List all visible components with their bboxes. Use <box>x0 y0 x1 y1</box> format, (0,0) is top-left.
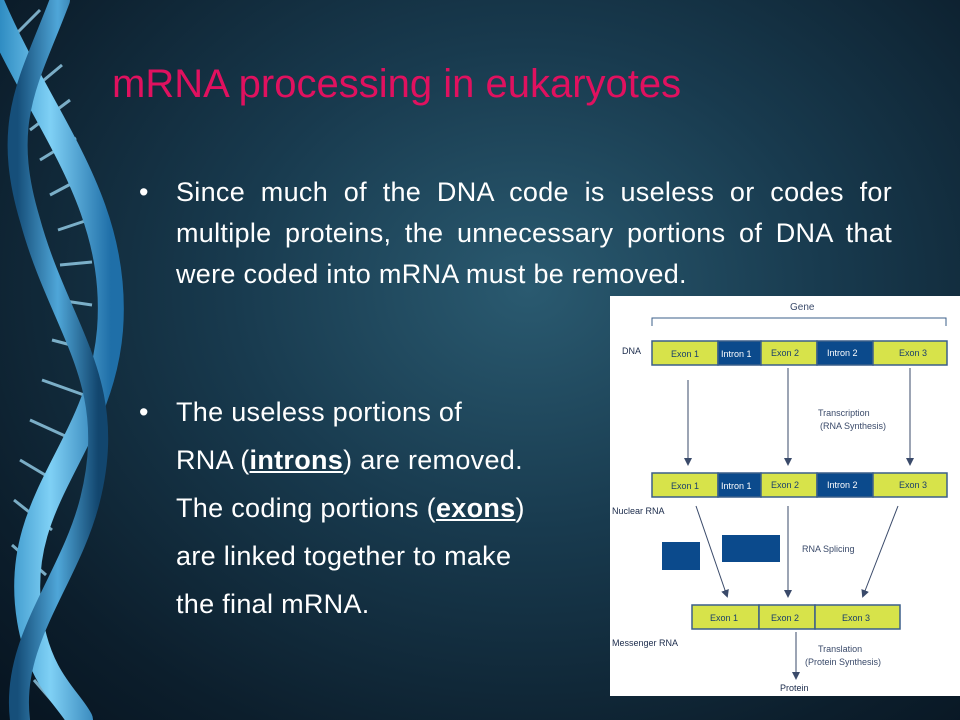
gene-label: Gene <box>790 302 815 313</box>
nuclear-seg-label: Exon 3 <box>899 480 927 490</box>
nuclear-exon-3 <box>872 472 948 498</box>
nuclear-seg-label: Exon 1 <box>671 481 699 491</box>
splicing-diagram: Gene DNA Exon 1 Intron 1 Exon 2 Intron 2… <box>610 296 960 696</box>
dna-helix-image <box>0 0 124 720</box>
text-fragment: ) are removed. <box>343 445 523 475</box>
splicing-label: RNA Splicing <box>802 544 855 554</box>
nuclear-seg-label: Intron 2 <box>827 480 858 490</box>
nuclear-seg-label: Exon 2 <box>771 480 799 490</box>
transcription-sub-label: (RNA Synthesis) <box>820 421 886 431</box>
nuclear-intron-1 <box>717 472 762 498</box>
messenger-rna-strand <box>691 604 901 630</box>
mrna-exon-1 <box>691 604 760 630</box>
bullet-2-line-2: RNA (introns) are removed. <box>176 436 616 484</box>
nuclear-rna-label: Nuclear RNA <box>612 506 665 516</box>
bullet-icon: • <box>139 177 149 207</box>
translation-sub-label: (Protein Synthesis) <box>805 657 881 667</box>
bullet-icon: • <box>139 397 149 427</box>
dna-strand <box>651 340 948 366</box>
dna-exon-1 <box>651 340 719 366</box>
exons-term: exons <box>435 493 516 523</box>
dna-exon-2 <box>760 340 818 366</box>
protein-label: Protein <box>780 683 809 693</box>
excised-intron-2 <box>722 535 780 562</box>
text-fragment: RNA ( <box>176 445 250 475</box>
nuclear-exon-2 <box>760 472 818 498</box>
dna-intron-1 <box>717 340 762 366</box>
dna-seg-label: Intron 2 <box>827 348 858 358</box>
nuclear-rna-strand <box>651 472 948 498</box>
translation-label: Translation <box>818 644 862 654</box>
mrna-seg-label: Exon 3 <box>842 613 870 623</box>
dna-seg-label: Exon 2 <box>771 348 799 358</box>
dna-seg-label: Exon 3 <box>899 348 927 358</box>
mrna-seg-label: Exon 1 <box>710 613 738 623</box>
text-fragment: The coding portions ( <box>176 493 436 523</box>
excised-intron-1 <box>662 542 700 570</box>
dna-label: DNA <box>622 346 641 356</box>
transcription-label: Transcription <box>818 408 870 418</box>
mrna-seg-label: Exon 2 <box>771 613 799 623</box>
mrna-exon-3 <box>814 604 901 630</box>
introns-term: introns <box>249 445 344 475</box>
messenger-rna-label: Messenger RNA <box>612 638 678 648</box>
bullet-1-text: Since much of the DNA code is useless or… <box>176 177 892 289</box>
bullet-2-line-3: The coding portions (exons) <box>176 484 616 532</box>
dna-seg-label: Exon 1 <box>671 349 699 359</box>
dna-seg-label: Intron 1 <box>721 349 752 359</box>
bullet-point-1: • Since much of the DNA code is useless … <box>139 172 892 295</box>
dna-exon-3 <box>872 340 948 366</box>
nuclear-seg-label: Intron 1 <box>721 481 752 491</box>
mrna-exon-2 <box>758 604 816 630</box>
bullet-2-line-1: The useless portions of <box>176 397 463 427</box>
nuclear-exon-1 <box>651 472 719 498</box>
slide-title: mRNA processing in eukaryotes <box>112 62 682 106</box>
splicing-diagram-svg: Gene DNA Exon 1 Intron 1 Exon 2 Intron 2… <box>612 302 948 693</box>
bullet-point-2: • The useless portions of RNA (introns) … <box>139 388 616 628</box>
bullet-2-line-4: are linked together to make <box>176 541 512 571</box>
text-fragment: ) <box>515 493 525 523</box>
nuclear-intron-2 <box>816 472 874 498</box>
bullet-2-line-5: the final mRNA. <box>176 589 370 619</box>
